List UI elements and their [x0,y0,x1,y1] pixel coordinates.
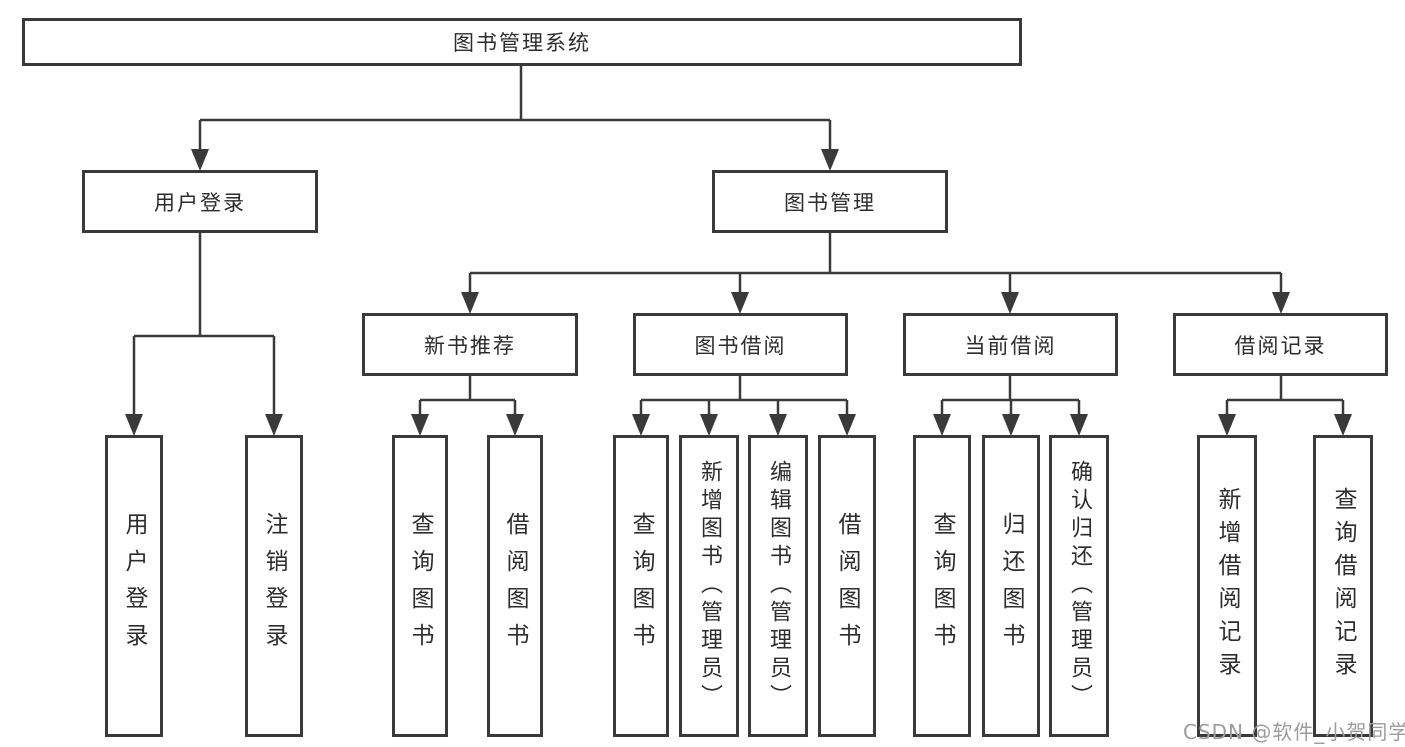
leaf-user-login-label: 用户登录 [121,512,147,660]
connector-borrowing-to-leaves [639,376,849,415]
node-book-borrowing: 图书借阅 [633,313,848,376]
csdn-watermark: CSDN @软件_小贺同学 [1183,720,1405,744]
leaf-borrowing-add-books-admin-label: 新增图书（管理员） [697,460,722,712]
connector-root-to-level2 [198,65,832,150]
node-book-management-label: 图书管理 [784,190,876,215]
leaf-newbooks-search-books-label: 查询图书 [407,512,433,660]
leaf-newbooks-borrow-books: 借阅图书 [487,435,543,737]
node-borrow-records-label: 借阅记录 [1234,333,1327,358]
leaf-borrowing-search-books: 查询图书 [613,435,669,737]
leaf-user-login: 用户登录 [105,435,163,737]
connector-current-to-leaves [940,376,1081,415]
node-root-label: 图书管理系统 [453,31,591,55]
leaf-records-add-record-label: 新增借阅记录 [1214,487,1240,685]
node-book-management: 图书管理 [712,170,948,233]
node-borrow-records: 借阅记录 [1173,313,1388,376]
leaf-records-add-record: 新增借阅记录 [1197,435,1257,737]
leaf-borrowing-add-books-admin: 新增图书（管理员） [679,435,739,737]
leaf-borrowing-edit-books-admin: 编辑图书（管理员） [748,435,808,737]
leaf-current-search-books: 查询图书 [913,435,971,737]
leaf-newbooks-search-books: 查询图书 [392,435,448,737]
leaf-borrowing-edit-books-admin-label: 编辑图书（管理员） [766,460,791,712]
leaf-records-search-record-label: 查询借阅记录 [1330,487,1356,685]
arrowheads [125,149,1352,436]
node-user-login: 用户登录 [82,170,318,233]
leaf-logout-label: 注销登录 [261,512,287,660]
leaf-current-confirm-return-admin: 确认归还（管理员） [1049,435,1109,737]
node-new-book-recommendation: 新书推荐 [362,313,578,376]
connector-newbooks-to-leaves [418,376,517,415]
node-new-book-recommendation-label: 新书推荐 [424,333,516,358]
leaf-borrowing-borrow-books: 借阅图书 [818,435,876,737]
leaf-current-return-books: 归还图书 [982,435,1040,737]
node-current-borrowing: 当前借阅 [903,313,1118,376]
leaf-logout: 注销登录 [245,435,303,737]
node-user-login-label: 用户登录 [154,190,246,215]
leaf-records-search-record: 查询借阅记录 [1313,435,1373,737]
leaf-current-return-books-label: 归还图书 [998,512,1024,660]
connector-login-to-leaves [132,233,276,415]
node-book-borrowing-label: 图书借阅 [694,333,787,358]
leaf-newbooks-borrow-books-label: 借阅图书 [502,512,528,660]
leaf-current-confirm-return-admin-label: 确认归还（管理员） [1067,460,1092,712]
connector-management-to-level3 [468,233,1283,293]
connector-records-to-leaves [1225,376,1345,415]
node-root: 图书管理系统 [22,18,1022,66]
leaf-borrowing-borrow-books-label: 借阅图书 [834,512,860,660]
node-current-borrowing-label: 当前借阅 [964,333,1057,358]
leaf-borrowing-search-books-label: 查询图书 [628,512,654,660]
leaf-current-search-books-label: 查询图书 [929,512,955,660]
